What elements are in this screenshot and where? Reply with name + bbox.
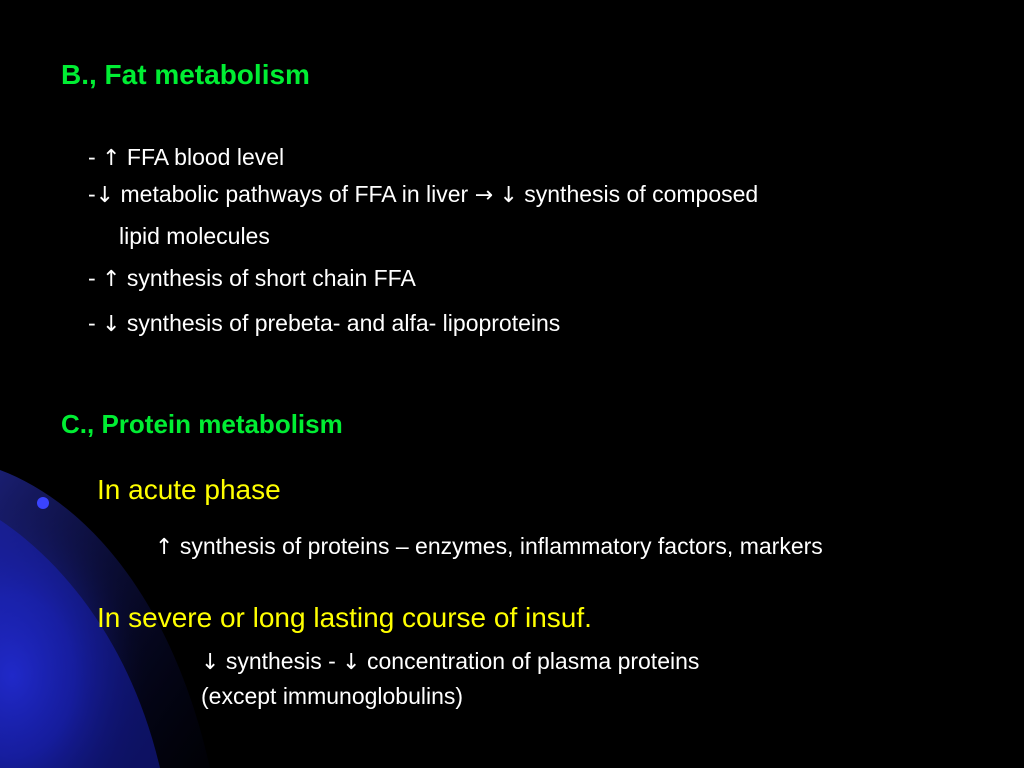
down-arrow-icon: ↓	[102, 312, 121, 337]
fat-line-lipid-molecules: lipid molecules	[119, 223, 270, 249]
severe-course-line: ↓ synthesis - ↓ concentration of plasma …	[201, 650, 699, 674]
right-arrow-icon: →	[474, 183, 494, 208]
line-text-continued: concentration of plasma proteins	[360, 648, 700, 674]
down-arrow-icon: ↓	[342, 650, 361, 675]
bullet-dash: -	[88, 181, 96, 207]
bullet-dash: -	[88, 310, 103, 336]
down-arrow-icon: ↓	[499, 183, 518, 208]
protein-metabolism-heading: C., Protein metabolism	[61, 409, 343, 439]
fat-line-ffa-level: - ↑ FFA blood level	[88, 146, 284, 170]
line-text-continued: synthesis of composed	[517, 181, 759, 207]
line-text: synthesis of short chain FFA	[120, 265, 416, 291]
line-text: FFA blood level	[120, 144, 285, 170]
line-text: synthesis of prebeta- and alfa- lipoprot…	[120, 310, 561, 336]
up-arrow-icon: ↑	[102, 146, 121, 171]
fat-metabolism-heading: B., Fat metabolism	[61, 59, 310, 90]
acute-phase-line: ↑ synthesis of proteins – enzymes, infla…	[155, 535, 823, 559]
line-text: metabolic pathways of FFA in liver	[114, 181, 475, 207]
acute-phase-label: In acute phase	[97, 474, 281, 505]
fat-line-short-chain-ffa: - ↑ synthesis of short chain FFA	[88, 267, 416, 291]
bullet-dash: -	[88, 265, 103, 291]
bullet-dash: -	[88, 144, 103, 170]
down-arrow-icon: ↓	[95, 183, 115, 208]
swoosh-dot	[37, 497, 49, 509]
line-text: synthesis -	[219, 648, 343, 674]
up-arrow-icon: ↑	[102, 267, 121, 292]
line-text: synthesis of proteins – enzymes, inflamm…	[173, 533, 823, 559]
down-arrow-icon: ↓	[201, 650, 220, 675]
fat-line-metabolic-pathways: -↓ metabolic pathways of FFA in liver → …	[88, 183, 758, 207]
severe-course-line-exception: (except immunoglobulins)	[201, 683, 464, 709]
fat-line-lipoproteins: - ↓ synthesis of prebeta- and alfa- lipo…	[88, 312, 560, 336]
severe-course-label: In severe or long lasting course of insu…	[97, 602, 592, 633]
up-arrow-icon: ↑	[155, 535, 174, 560]
